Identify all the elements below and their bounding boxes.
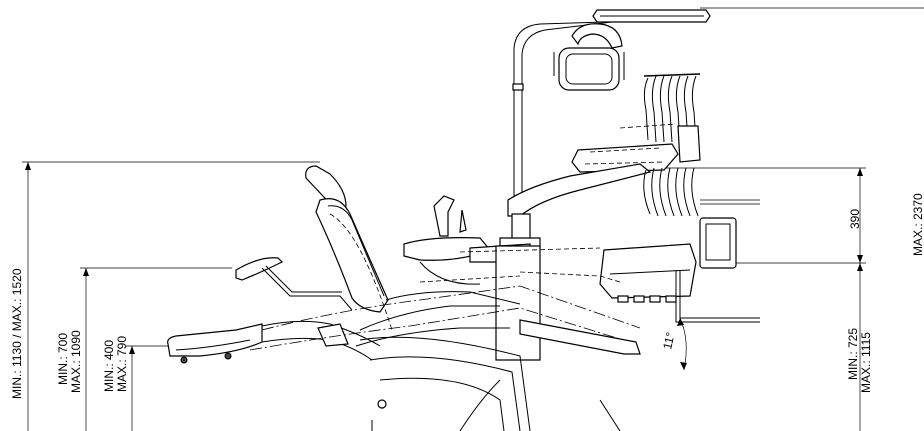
label-unit-max: MAX.: 1115 (859, 332, 873, 393)
dimension-lines-right (660, 7, 924, 431)
label-seat-max: MAX.: 790 (115, 336, 129, 392)
cuspidor (403, 195, 531, 285)
reclined-position-outline (249, 247, 687, 371)
seat-legrest (167, 291, 521, 364)
instrument-hoses-upper (643, 73, 701, 143)
label-angle: 11° (660, 331, 677, 351)
label-armrest-min: MIN.: 700 (56, 333, 70, 385)
dimension-labels: MIN.: 1130 / MAX.: 1520 MIN.: 700 MAX.: … (10, 193, 924, 399)
label-unit-min: MIN.: 725 (846, 328, 860, 380)
backrest (305, 165, 393, 331)
label-backrest-height: MIN.: 1130 / MAX.: 1520 (10, 268, 24, 399)
label-tray-height: 390 (848, 209, 862, 229)
label-overall-max: MAX.: 2370 (911, 193, 924, 256)
label-seat-min: MIN.: 400 (102, 340, 116, 392)
operating-lamp (512, 9, 711, 220)
instrument-hoses-lower (643, 167, 760, 217)
armrest (235, 257, 353, 311)
label-armrest-max: MAX.: 1090 (69, 330, 83, 393)
instrument-tray-upper (571, 123, 701, 173)
instrument-tray-lower (599, 217, 760, 323)
dimension-lines-left (22, 161, 320, 431)
